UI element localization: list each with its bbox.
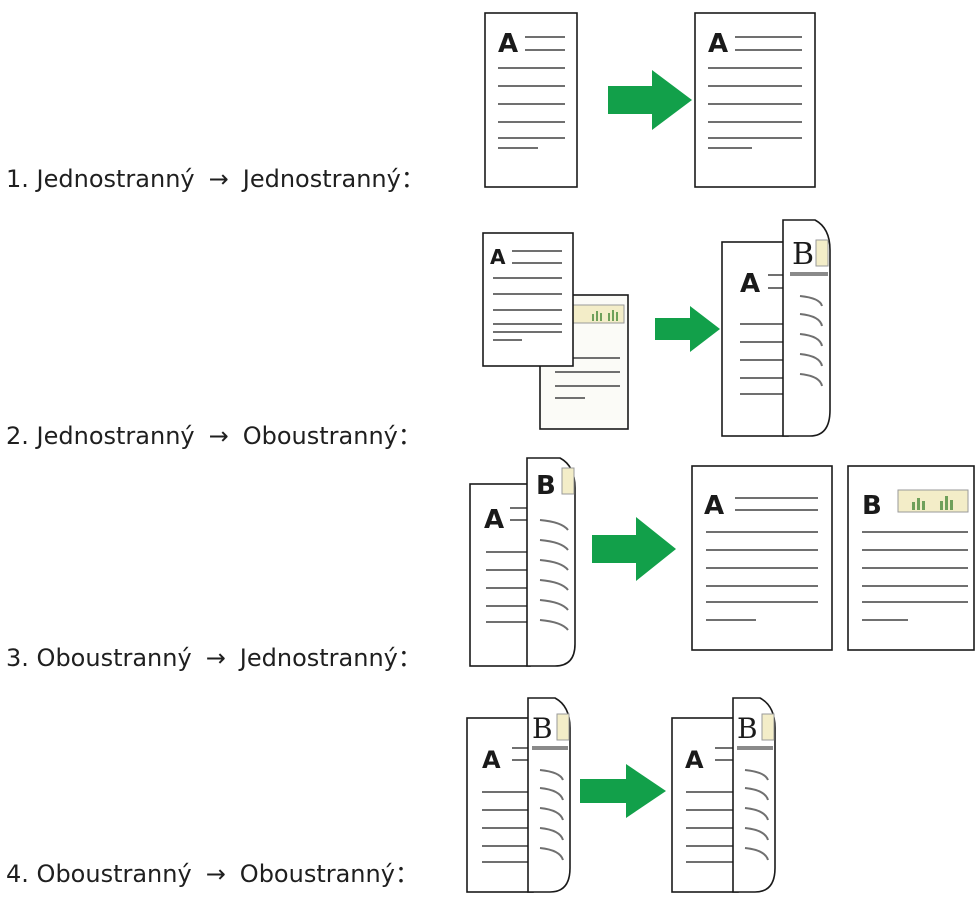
document-page-icon: A — [484, 12, 578, 188]
document-page-icon: A — [482, 232, 574, 367]
page-letter-a: A — [704, 491, 724, 521]
page-letter-a: A — [490, 245, 506, 269]
page-letter-a: A — [708, 29, 728, 59]
curled-duplex-page-icon: A B — [466, 697, 571, 893]
document-page-icon: A — [691, 465, 833, 651]
bar-chart-thumbnail-icon — [561, 467, 575, 495]
green-right-arrow-icon — [608, 70, 692, 130]
page-letter-b: B — [792, 237, 814, 272]
green-right-arrow-icon — [592, 517, 676, 581]
mode-from: Jednostranný — [36, 165, 195, 193]
document-page-icon: B — [847, 465, 975, 651]
bar-chart-thumbnail-icon — [815, 239, 829, 267]
row-number: 2. — [6, 422, 29, 450]
bar-chart-thumbnail-icon — [897, 489, 969, 513]
mode-from: Jednostranný — [36, 422, 195, 450]
page-letter-a: A — [498, 29, 518, 59]
right-arrow-icon: → — [208, 422, 229, 450]
mode-to: Jednostranný — [242, 165, 401, 193]
mode-from: Oboustranný — [36, 644, 192, 672]
row-number: 3. — [6, 644, 29, 672]
illustration-duplex-to-simplex: A B A B — [469, 457, 975, 667]
caption-colon: ： — [397, 644, 422, 672]
page-letter-a: A — [740, 269, 760, 299]
curled-duplex-page-icon: A B — [721, 219, 831, 437]
row-number: 4. — [6, 860, 29, 888]
caption-colon: ： — [397, 422, 422, 450]
mode-to: Oboustranný — [242, 422, 398, 450]
illustration-duplex-to-duplex: A B A B — [466, 697, 776, 893]
illustration-simplex-to-duplex: A A B — [482, 219, 831, 437]
bar-chart-thumbnail-icon — [761, 713, 775, 741]
page-letter-a: A — [484, 505, 504, 535]
caption-row-2: 2. Jednostranný → Oboustranný： — [6, 424, 422, 448]
right-arrow-icon: → — [205, 644, 226, 672]
illustration-simplex-to-simplex: A A — [484, 12, 816, 188]
page-letter-b: B — [737, 712, 758, 745]
curled-duplex-page-icon: A B — [469, 457, 576, 667]
mode-to: Jednostranný — [239, 644, 398, 672]
right-arrow-icon: → — [205, 860, 226, 888]
caption-row-1: 1. Jednostranný→Jednostranný： — [6, 167, 425, 191]
row-number: 1. — [6, 165, 29, 193]
page-letter-a: A — [685, 746, 704, 774]
bar-chart-thumbnail-icon — [556, 713, 570, 741]
page-letter-b: B — [862, 491, 882, 521]
curled-duplex-page-icon: A B — [671, 697, 776, 893]
caption-colon: ： — [400, 165, 425, 193]
caption-colon: ： — [394, 860, 419, 888]
caption-row-4: 4. Oboustranný→Oboustranný： — [6, 862, 419, 886]
right-arrow-icon: → — [208, 165, 229, 193]
mode-from: Oboustranný — [36, 860, 192, 888]
document-page-icon: A — [694, 12, 816, 188]
page-letter-b: B — [536, 471, 556, 501]
caption-row-3: 3. Oboustranný → Jednostranný： — [6, 646, 422, 670]
mode-to: Oboustranný — [239, 860, 395, 888]
green-right-arrow-icon — [580, 764, 666, 818]
page-letter-a: A — [482, 746, 501, 774]
green-right-arrow-icon — [655, 306, 720, 352]
page-letter-b: B — [532, 712, 553, 745]
